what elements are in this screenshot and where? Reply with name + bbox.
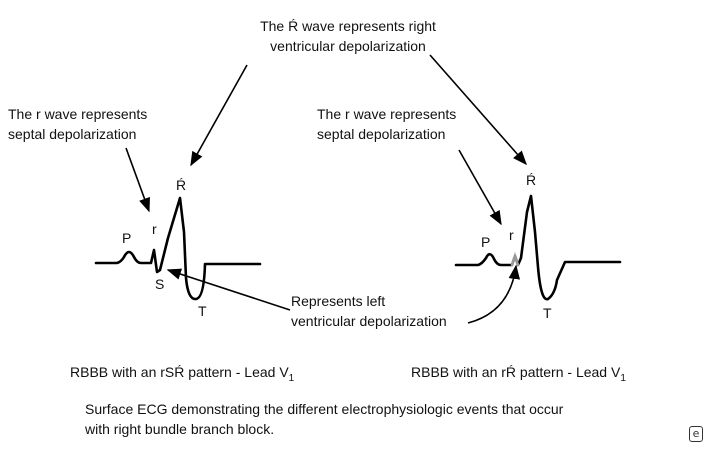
r-wave-annotation-left-line2: septal depolarization [8,126,137,142]
right-r-label: r [509,227,514,243]
left-depol-annotation-line1: Represents left [291,293,386,309]
figure-description: Surface ECG demonstrating the different … [85,399,563,439]
figure-description-line2: with right bundle branch block. [85,421,275,437]
left-r-prime-label: Ŕ [176,177,187,193]
arrow-curved-right [467,264,521,324]
arrow-r-prime-right [429,54,527,166]
figure-description-line1: Surface ECG demonstrating the different … [85,401,564,417]
left-depol-annotation-line2: ventricular depolarization [291,313,447,329]
left-caption: RBBB with an rSŔ pattern - Lead V1 [70,362,294,385]
right-r-prime-label: Ŕ [526,172,537,188]
left-caption-subscript: 1 [288,373,295,384]
arrow-r-prime-left [190,64,248,167]
left-caption-text: RBBB with an rSŔ pattern - Lead V [70,364,289,380]
left-p-label: P [122,230,132,246]
right-ecg-trace [454,194,622,301]
right-caption-subscript: 1 [620,373,626,384]
left-r-label: r [152,221,157,237]
left-depol-annotation: Represents left ventricular depolarizati… [291,291,447,331]
left-t-label: T [198,303,207,319]
right-caption-text: RBBB with an rŔ pattern - Lead V [411,364,621,380]
arrow-r-left [125,147,150,213]
r-wave-annotation-right-line2: septal depolarization [317,126,446,142]
right-p-label: P [481,234,491,250]
right-t-label: T [543,305,552,321]
r-wave-annotation-right-line1: The r wave represents [317,106,457,122]
arrow-r-right [458,149,502,226]
right-caption: RBBB with an rŔ pattern - Lead V1 [411,362,626,385]
r-wave-annotation-left: The r wave represents septal depolarizat… [8,104,147,144]
r-wave-annotation-right: The r wave represents septal depolarizat… [317,104,456,144]
r-wave-annotation-left-line1: The r wave represents [8,106,148,122]
left-s-label: S [155,276,165,292]
right-r-wave-highlight [510,251,520,267]
arrow-s-wave [166,268,291,311]
left-ecg-trace [94,196,262,301]
r-prime-annotation-line1: The Ŕ wave represents right [260,18,436,34]
r-prime-annotation-line2: ventricular depolarization [270,38,426,54]
publisher-logo-icon: e [689,426,703,442]
r-prime-annotation: The Ŕ wave represents right ventricular… [230,16,466,56]
